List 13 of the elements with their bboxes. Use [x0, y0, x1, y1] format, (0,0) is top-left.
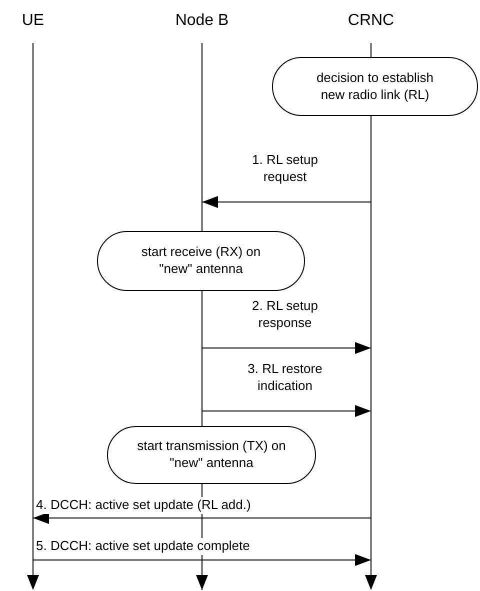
edge-label: 4. DCCH: active set update (RL add.): [36, 497, 251, 514]
message-arrow: [202, 405, 372, 417]
participant-label: CRNC: [346, 12, 396, 30]
action-box: start receive (RX) on "new" antenna: [97, 231, 305, 291]
participant-label: Node B: [174, 12, 230, 30]
action-box: decision to establish new radio link (RL): [272, 57, 478, 116]
message-arrow: [202, 342, 372, 354]
message-arrow: [32, 554, 372, 566]
edge-label: 5. DCCH: active set update complete: [36, 538, 250, 555]
message-arrow: [202, 196, 372, 208]
participant-label: UE: [20, 12, 46, 30]
message-arrow: [32, 512, 372, 524]
action-box: start transmission (TX) on "new" antenna: [107, 426, 316, 484]
